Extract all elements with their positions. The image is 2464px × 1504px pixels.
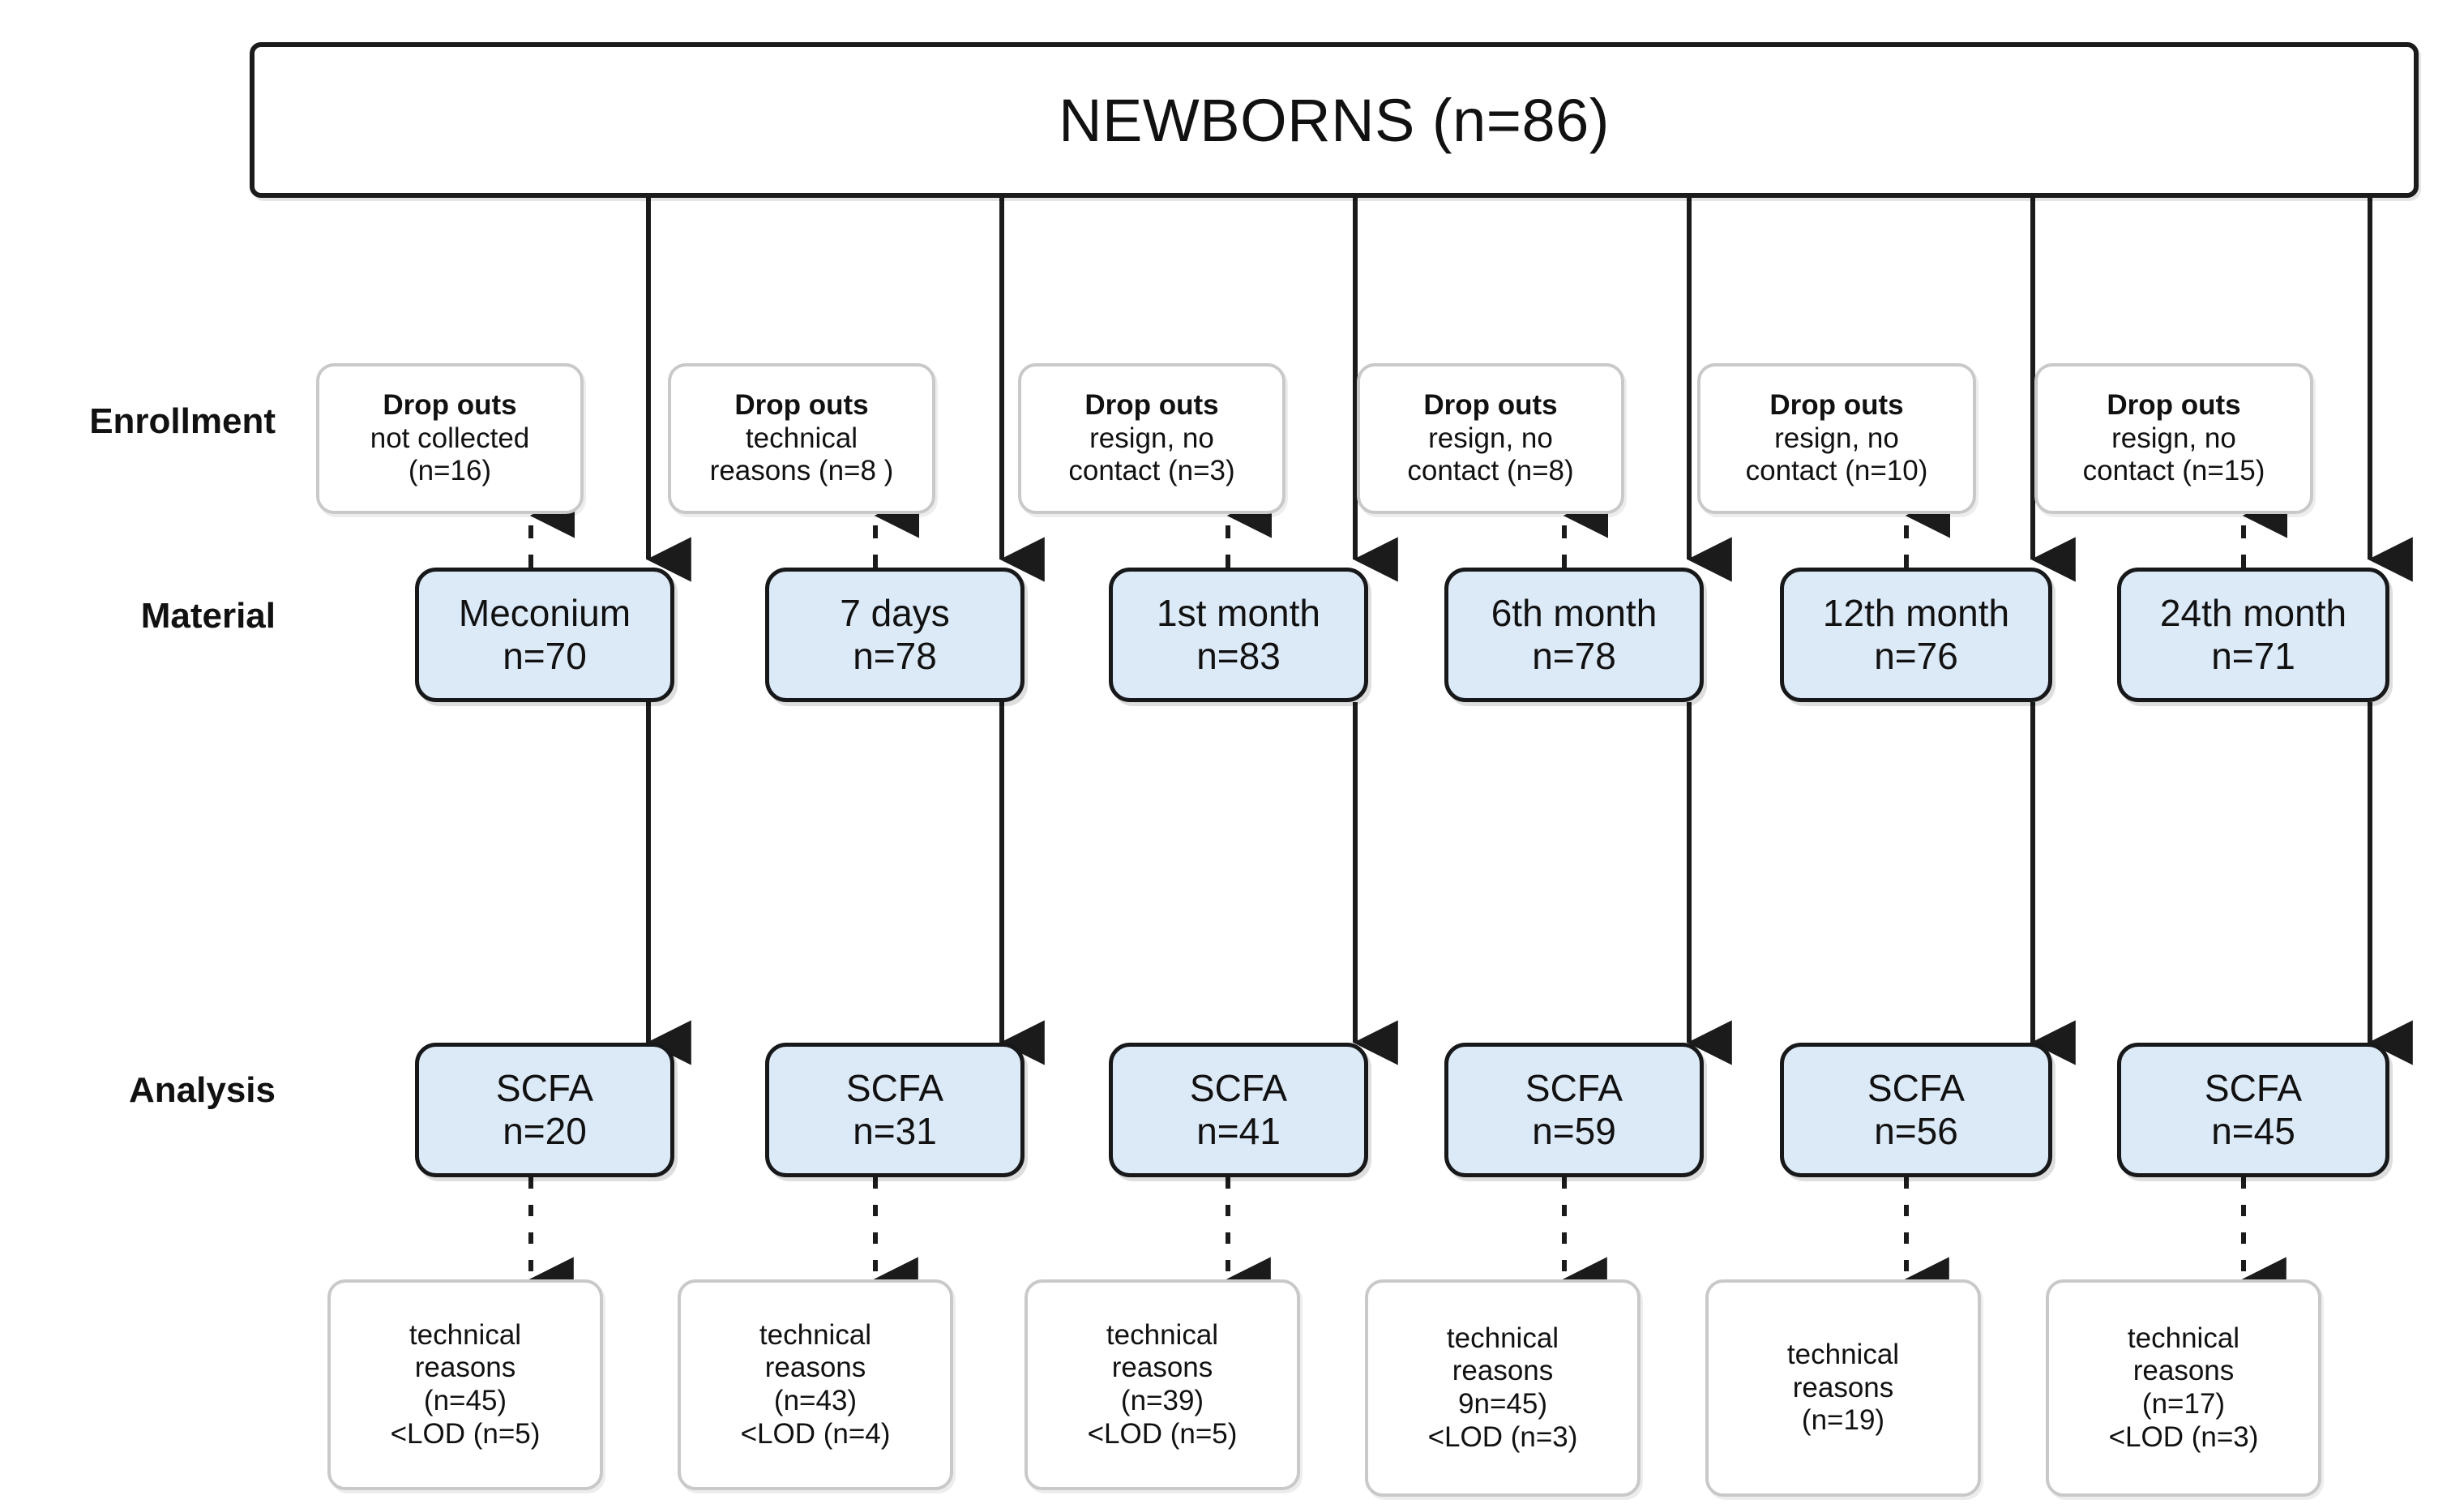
exclusion-count: (n=45) [423,1385,507,1416]
analysis-name: SCFA [1525,1066,1623,1109]
analysis-count: n=41 [1196,1110,1281,1152]
exclusion-reason-line2: reasons [1111,1352,1213,1384]
row-label-analysis: Analysis [129,1070,276,1110]
exclusion-box-7days[interactable]: technical reasons (n=43) <LOD (n=4) [678,1279,953,1490]
analysis-count: n=45 [2211,1110,2295,1152]
material-name: 6th month [1491,591,1658,634]
dropout-title: Drop outs [1084,389,1219,422]
analysis-box-12th-month[interactable]: SCFA n=56 [1780,1043,2052,1177]
exclusion-count: (n=43) [773,1385,858,1416]
exclusion-count: 9n=45) [1458,1388,1547,1420]
material-count: n=70 [503,635,587,677]
exclusion-reason-line2: reasons [764,1352,866,1384]
exclusion-reason-line1: technical [1786,1339,1900,1371]
exclusion-box-6th-month[interactable]: technical reasons 9n=45) <LOD (n=3) [1365,1279,1641,1497]
dropout-box-6th-month[interactable]: Drop outs resign, no contact (n=8) [1357,363,1624,514]
exclusion-box-12th-month[interactable]: technical reasons (n=19) [1705,1279,1981,1497]
dropout-title: Drop outs [2107,389,2241,422]
analysis-name: SCFA [845,1066,944,1109]
dropout-title: Drop outs [1769,389,1904,422]
exclusion-reason-line2: reasons [1792,1371,1894,1403]
material-name: 1st month [1157,591,1320,634]
analysis-count: n=31 [853,1110,937,1152]
dropout-reason: not collected [370,422,530,454]
material-count: n=78 [853,635,937,677]
exclusion-count: (n=17) [2141,1388,2226,1420]
material-box-7days[interactable]: 7 days n=78 [765,568,1025,702]
analysis-box-6th-month[interactable]: SCFA n=59 [1444,1043,1704,1177]
material-box-6th-month[interactable]: 6th month n=78 [1444,568,1704,702]
dropout-reason: resign, no [1774,422,1899,454]
exclusion-lod: <LOD (n=4) [740,1417,891,1450]
analysis-box-24th-month[interactable]: SCFA n=45 [2117,1043,2389,1177]
exclusion-lod: <LOD (n=3) [1427,1420,1578,1453]
exclusion-reason-line1: technical [1106,1318,1219,1351]
row-label-material: Material [140,596,276,636]
exclusion-reason-line1: technical [409,1318,522,1351]
analysis-box-meconium[interactable]: SCFA n=20 [415,1043,674,1177]
material-count: n=83 [1196,635,1281,677]
analysis-name: SCFA [1867,1066,1966,1109]
arrow-material-to-analysis [646,702,2413,1065]
arrow-analysis-to-exclusions [528,1177,2286,1302]
dropout-reason: technical [745,422,858,454]
material-name: Meconium [458,591,631,634]
material-name: 12th month [1822,591,2010,634]
dropout-box-1st-month[interactable]: Drop outs resign, no contact (n=3) [1018,363,1285,514]
newborns-header-box: NEWBORNS (n=86) [250,42,2419,198]
dropout-count: reasons (n=8 ) [709,455,894,487]
arrow-material-to-dropouts [528,493,2287,568]
exclusion-box-1st-month[interactable]: technical reasons (n=39) <LOD (n=5) [1025,1279,1300,1490]
dropout-title: Drop outs [1423,389,1558,422]
exclusion-reason-line2: reasons [2132,1355,2235,1387]
analysis-name: SCFA [1189,1066,1288,1109]
analysis-box-1st-month[interactable]: SCFA n=41 [1109,1043,1368,1177]
exclusion-reason-line1: technical [2127,1322,2240,1354]
dropout-box-meconium[interactable]: Drop outs not collected (n=16) [316,363,584,514]
material-count: n=76 [1874,635,1958,677]
exclusion-box-24th-month[interactable]: technical reasons (n=17) <LOD (n=3) [2046,1279,2321,1497]
exclusion-count: (n=39) [1120,1385,1204,1416]
dropout-reason: resign, no [2111,422,2236,454]
dropout-reason: resign, no [1089,422,1214,454]
dropout-title: Drop outs [383,389,517,422]
dropout-count: contact (n=3) [1068,455,1235,487]
analysis-count: n=56 [1874,1110,1958,1152]
dropout-box-7days[interactable]: Drop outs technical reasons (n=8 ) [668,363,935,514]
material-name: 7 days [840,591,950,634]
dropout-title: Drop outs [734,389,869,422]
material-box-meconium[interactable]: Meconium n=70 [415,568,674,702]
material-name: 24th month [2159,591,2347,634]
exclusion-lod: <LOD (n=5) [1087,1417,1238,1450]
dropout-reason: resign, no [1428,422,1553,454]
material-count: n=71 [2211,635,2295,677]
analysis-count: n=20 [503,1110,587,1152]
dropout-count: contact (n=10) [1745,455,1928,487]
exclusion-reason-line1: technical [759,1318,872,1351]
dropout-count: contact (n=15) [2082,455,2265,487]
analysis-name: SCFA [495,1066,594,1109]
exclusion-lod: <LOD (n=5) [390,1417,541,1450]
material-box-1st-month[interactable]: 1st month n=83 [1109,568,1368,702]
exclusion-count: (n=19) [1801,1404,1885,1437]
dropout-box-24th-month[interactable]: Drop outs resign, no contact (n=15) [2034,363,2313,514]
exclusion-box-meconium[interactable]: technical reasons (n=45) <LOD (n=5) [327,1279,603,1490]
dropout-count: contact (n=8) [1407,455,1574,487]
page-title: NEWBORNS (n=86) [1059,86,1610,154]
dropout-box-12th-month[interactable]: Drop outs resign, no contact (n=10) [1697,363,1976,514]
material-box-24th-month[interactable]: 24th month n=71 [2117,568,2389,702]
dropout-count: (n=16) [408,455,492,487]
material-box-12th-month[interactable]: 12th month n=76 [1780,568,2052,702]
material-count: n=78 [1532,635,1616,677]
exclusion-lod: <LOD (n=3) [2108,1420,2259,1453]
analysis-count: n=59 [1532,1110,1616,1152]
exclusion-reason-line2: reasons [1452,1355,1554,1387]
analysis-name: SCFA [2204,1066,2303,1109]
analysis-box-7days[interactable]: SCFA n=31 [765,1043,1025,1177]
exclusion-reason-line1: technical [1446,1322,1559,1354]
row-label-enrollment: Enrollment [89,401,276,441]
exclusion-reason-line2: reasons [414,1352,516,1384]
